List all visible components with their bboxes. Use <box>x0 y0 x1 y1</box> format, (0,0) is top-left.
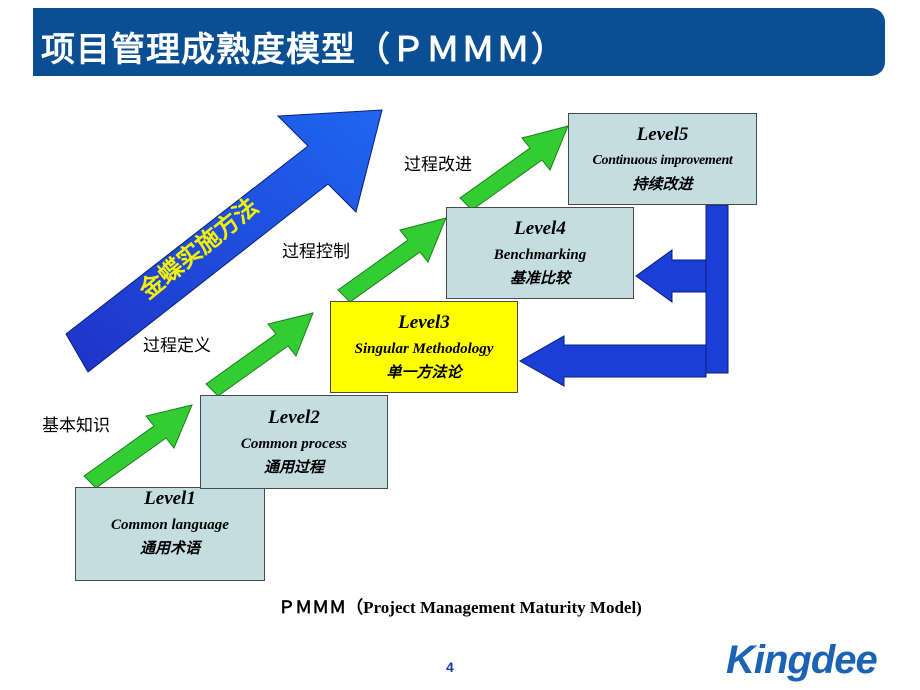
level5-box: Level5 Continuous improvement 持续改进 <box>568 113 757 205</box>
title-bar: 项目管理成熟度模型（ＰＭＭＭ） <box>33 8 885 76</box>
step-label-process-definition: 过程定义 <box>143 336 211 356</box>
level5-title: Level5 <box>636 124 689 145</box>
level4-zh: 基准比较 <box>509 269 570 287</box>
step-label-basic-knowledge: 基本知识 <box>42 416 110 436</box>
level3-title: Level3 <box>398 312 450 333</box>
level1-en: Common language <box>111 517 229 533</box>
level2-box: Level2 Common process 通用过程 <box>200 395 388 489</box>
step-arrow-2 <box>205 312 314 397</box>
level3-box: Level3 Singular Methodology 单一方法论 <box>330 301 518 393</box>
step-arrow-1 <box>83 404 193 489</box>
level1-title: Level1 <box>144 488 196 509</box>
level2-zh: 通用过程 <box>263 458 324 476</box>
diagram-caption: ＰＭＭＭ（Project Management Maturity Model) <box>278 598 642 617</box>
page-title: 项目管理成熟度模型（ＰＭＭＭ） <box>41 30 566 70</box>
level1-box: Level1 Common language 通用术语 <box>75 487 265 581</box>
level5-en: Continuous improvement <box>592 153 733 168</box>
level2-title: Level2 <box>268 407 320 428</box>
kingdee-logo: Kingdee <box>726 638 878 682</box>
step-label-process-improvement: 过程改进 <box>404 155 472 175</box>
level3-zh: 单一方法论 <box>386 363 462 381</box>
level1-zh: 通用术语 <box>139 539 200 557</box>
green-step-arrows <box>83 125 569 489</box>
feedback-arrows <box>518 204 729 387</box>
level4-box: Level4 Benchmarking 基准比较 <box>446 207 634 299</box>
step-arrow-3 <box>337 217 447 303</box>
level4-title: Level4 <box>514 218 566 239</box>
feedback-bar <box>705 204 729 374</box>
feedback-arrow-level3 <box>518 335 707 387</box>
level5-zh: 持续改进 <box>632 175 693 193</box>
level2-en: Common process <box>240 436 348 452</box>
page-number: 4 <box>446 659 454 675</box>
level3-en: Singular Methodology <box>354 341 494 357</box>
step-label-process-control: 过程控制 <box>282 242 350 262</box>
feedback-arrow-level4 <box>635 249 707 303</box>
step-arrow-4 <box>459 125 569 211</box>
level4-en: Benchmarking <box>493 247 587 263</box>
